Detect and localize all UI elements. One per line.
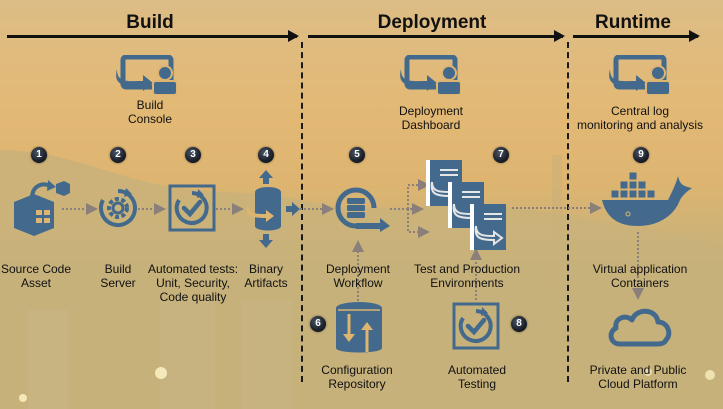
step-badge-6: 6 (310, 316, 326, 332)
step-9-icon (602, 172, 692, 228)
label-line: Central log (610, 104, 670, 118)
console-monitor-user-icon (609, 55, 670, 95)
label-line: Repository (328, 377, 386, 391)
database-sync-icon (336, 302, 382, 353)
label-line: Workflow (333, 276, 383, 290)
label-line: Automated tests: (147, 262, 239, 276)
step-3-icon (168, 184, 216, 232)
step-5-icon (334, 186, 390, 232)
phase-title-build: Build (126, 12, 174, 33)
step-6-icon (334, 302, 384, 354)
docker-whale-icon (602, 172, 692, 226)
step-2-label: Build Server (100, 262, 135, 290)
label-line: Configuration (321, 363, 393, 377)
console-monitor-user-icon (116, 55, 177, 95)
checkmark-cycle-icon (452, 302, 500, 350)
console-build-label: Build Console (128, 98, 172, 126)
phase-arrow-runtime (573, 30, 700, 42)
step-5-label: Deployment Workflow (326, 262, 390, 290)
step-badge-2: 2 (110, 147, 126, 163)
gear-cycle-icon (99, 188, 137, 227)
step-4-icon (244, 170, 300, 248)
label-line: Automated (447, 363, 507, 377)
label-line: Test and Production (413, 262, 521, 276)
step-badge-5: 5 (349, 147, 365, 163)
label-line: Code quality (159, 290, 227, 304)
phase-title-runtime: Runtime (595, 12, 671, 33)
label-line: Asset (20, 276, 52, 290)
step-9-label: Virtual application Containers (593, 262, 688, 290)
label-line: Cloud Platform (598, 377, 678, 391)
step-7-icon (426, 160, 510, 254)
console-deployment-label: Deployment Dashboard (399, 104, 463, 132)
phase-arrow-deployment (308, 30, 565, 42)
label-line: Source Code (0, 262, 72, 276)
phase-divider-build-deployment (301, 42, 303, 382)
database-arrows-icon (246, 170, 300, 248)
step-badge-9: 9 (633, 147, 649, 163)
label-line: Dashboard (401, 118, 461, 132)
stacked-documents-icon (426, 160, 506, 250)
source-code-package-icon (14, 180, 70, 236)
step-2-icon (98, 188, 138, 228)
server-cycle-icon (335, 187, 390, 232)
step-8-label: Automated Testing (448, 363, 506, 391)
console-runtime (606, 55, 670, 95)
label-line: monitoring and analysis (576, 118, 704, 132)
label-line: Virtual application (592, 262, 688, 276)
step-badge-1: 1 (31, 147, 47, 163)
cloud-icon (608, 308, 672, 347)
console-monitor-user-icon (400, 55, 461, 95)
label-line: Deployment (398, 104, 464, 118)
step-badge-7: 7 (493, 147, 509, 163)
phase-divider-deployment-runtime (567, 42, 569, 382)
step-4-label: Binary Artifacts (244, 262, 287, 290)
checkmark-cycle-icon (168, 184, 216, 232)
console-runtime-label: Central log monitoring and analysis (577, 104, 703, 132)
label-line: Binary (248, 262, 283, 276)
label-line: Build (104, 262, 132, 276)
step-7-label: Test and Production Environments (414, 262, 520, 290)
step-8-icon (452, 302, 500, 350)
step-6-label: Configuration Repository (321, 363, 392, 391)
label-line: Deployment (325, 262, 391, 276)
label-line: Artifacts (244, 276, 288, 290)
cloud-platform-icon-wrap (606, 304, 674, 348)
label-line: Build (136, 98, 164, 112)
step-1-label: Source Code Asset (1, 262, 71, 290)
label-line: Testing (457, 377, 497, 391)
cloud-platform-label: Private and Public Cloud Platform (590, 363, 687, 391)
phase-arrow-build (7, 30, 299, 42)
label-line: Unit, Security, (156, 276, 230, 290)
step-1-icon (12, 180, 72, 236)
label-line: Containers (610, 276, 670, 290)
connector-5-7-top (407, 179, 430, 209)
label-line: Console (127, 112, 173, 126)
step-badge-4: 4 (258, 147, 274, 163)
console-deployment (397, 55, 461, 95)
step-3-label: Automated tests: Unit, Security, Code qu… (148, 262, 238, 304)
console-build (113, 55, 177, 95)
step-badge-8: 8 (511, 316, 527, 332)
label-line: Environments (430, 276, 504, 290)
connector-5-7-bottom (407, 209, 430, 238)
label-line: Server (100, 276, 136, 290)
phase-title-deployment: Deployment (377, 12, 487, 33)
label-line: Private and Public (589, 363, 687, 377)
step-badge-3: 3 (185, 147, 201, 163)
